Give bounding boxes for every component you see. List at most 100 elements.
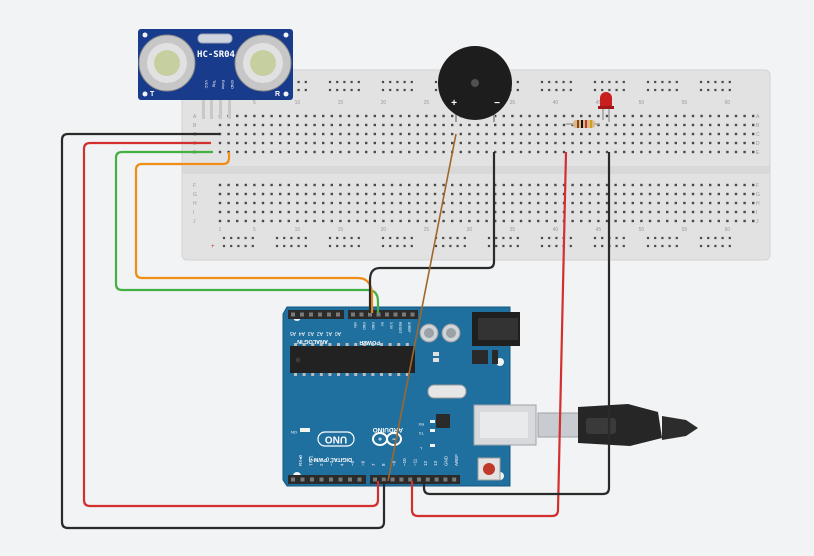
- sensor-pin-labels: VCC Trig Echo GND: [204, 80, 235, 90]
- svg-text:RX: RX: [418, 422, 424, 427]
- digital-pin-label: ~9: [392, 460, 397, 466]
- pin-label-a3: A3: [308, 330, 314, 336]
- usb-cable[interactable]: [537, 404, 698, 446]
- column-number: 5: [253, 227, 256, 233]
- svg-text:IOREF: IOREF: [407, 322, 411, 333]
- digital-pin-label: ~11: [412, 458, 417, 466]
- voltage-regulator: [472, 350, 488, 364]
- row-letter: F: [756, 183, 759, 189]
- pin-label-a5: A5: [290, 330, 296, 336]
- wire-gnd-black: [60, 132, 386, 530]
- crystal: [197, 33, 233, 44]
- column-number: 40: [553, 100, 559, 106]
- column-number: 60: [725, 100, 731, 106]
- sensor-model-label: HC-SR04: [197, 50, 236, 60]
- digital-pin-label: GND: [444, 455, 449, 466]
- power-header[interactable]: [348, 310, 418, 319]
- arduino-brand-label: ARDUINO: [373, 426, 403, 433]
- row-letter: D: [756, 141, 760, 147]
- digital-pin-label: AREF: [454, 454, 459, 466]
- svg-text:RESET: RESET: [398, 322, 402, 335]
- digital-header-high[interactable]: [370, 475, 460, 484]
- wire-led-gnd-black: [422, 152, 611, 496]
- digital-pin-label: 7: [371, 463, 376, 466]
- breadboard-labels: 1155101015152020252530303535404045455050…: [193, 100, 760, 233]
- pin-label-a2: A2: [317, 330, 323, 336]
- column-number: 60: [725, 227, 731, 233]
- resistor[interactable]: [566, 120, 600, 128]
- wire-vcc-red: [82, 141, 380, 508]
- sensor-pin-legs: [202, 97, 231, 119]
- arduino-uno-board[interactable]: A5 A4 A3 A2 A1 A0 ANALOG IN VIN GND GND …: [282, 306, 537, 487]
- column-number: 15: [338, 100, 344, 106]
- row-letter: F: [193, 183, 196, 189]
- column-number: 25: [424, 100, 430, 106]
- digital-pin-label: 13: [433, 460, 438, 466]
- piezo-buzzer[interactable]: + −: [438, 46, 512, 122]
- column-number: 35: [510, 227, 516, 233]
- row-letter: I: [193, 210, 194, 216]
- svg-text:L: L: [419, 446, 422, 451]
- uno-label: UNO: [325, 433, 347, 444]
- led-labels: L TX RX ON: [291, 422, 424, 451]
- digital-pin-label: ~10: [402, 458, 407, 466]
- digital-pin-label: ~6: [360, 460, 365, 466]
- digital-pin-label: 8: [381, 463, 386, 466]
- column-number: 50: [639, 227, 645, 233]
- wires[interactable]: [60, 132, 611, 530]
- column-number: 15: [338, 227, 344, 233]
- buzzer-minus-label: −: [494, 98, 500, 109]
- ultrasonic-sensor[interactable]: HC-SR04 T R VCC Trig Echo GND: [138, 29, 293, 119]
- power-label: POWER: [359, 339, 380, 345]
- column-number: 10: [295, 100, 301, 106]
- svg-text:ON: ON: [291, 430, 297, 435]
- sensor-t-mark: T: [150, 91, 155, 98]
- rail-minus-marker: +: [211, 244, 215, 250]
- row-letter: C: [756, 132, 760, 138]
- column-number: 20: [381, 227, 387, 233]
- column-number: 1: [219, 227, 222, 233]
- digital-header-low[interactable]: [288, 475, 366, 484]
- pin-label-a0: A0: [335, 330, 341, 336]
- row-letter: H: [756, 201, 760, 207]
- buzzer-plus-label: +: [451, 98, 457, 109]
- svg-text:3.3V: 3.3V: [389, 322, 393, 330]
- column-number: 45: [596, 227, 602, 233]
- arduino-logo: + −: [372, 432, 402, 446]
- analog-in-label: ANALOG IN: [297, 338, 328, 344]
- top-header-holes: [291, 312, 415, 317]
- capacitors: [419, 323, 461, 343]
- sensor-r-mark: R: [275, 91, 280, 98]
- column-number: 50: [639, 100, 645, 106]
- column-number: 20: [381, 100, 387, 106]
- column-number: 35: [510, 100, 516, 106]
- svg-text:5V: 5V: [380, 322, 384, 327]
- column-number: 10: [295, 227, 301, 233]
- digital-pin-label: 4: [340, 463, 345, 466]
- column-number: 40: [553, 227, 559, 233]
- digital-pin-label: RX◂0: [298, 454, 303, 466]
- row-letter: J: [756, 219, 759, 225]
- wire-echo-orange: [134, 152, 374, 313]
- wire-buzzer-signal-brown: [387, 133, 457, 482]
- pin-label-vcc: VCC: [204, 80, 209, 89]
- row-letter: E: [756, 150, 760, 156]
- wire-resistor-red: [410, 151, 568, 518]
- svg-text:VIN: VIN: [353, 322, 357, 328]
- row-letter: J: [193, 219, 196, 225]
- breadboard[interactable]: 1155101015152020252530303535404045455050…: [181, 69, 771, 261]
- pin-label-echo: Echo: [221, 80, 226, 90]
- svg-text:−: −: [392, 437, 396, 444]
- atmega-chip: [290, 346, 415, 373]
- row-letter: H: [193, 201, 197, 207]
- row-letter: G: [756, 192, 760, 198]
- wire-trig-green: [114, 150, 380, 313]
- red-led[interactable]: [598, 92, 614, 122]
- analog-header[interactable]: [288, 310, 344, 319]
- row-letter: A: [756, 114, 760, 120]
- row-letter: B: [756, 123, 760, 129]
- reset-button-cap[interactable]: [483, 463, 495, 475]
- column-number: 5: [253, 100, 256, 106]
